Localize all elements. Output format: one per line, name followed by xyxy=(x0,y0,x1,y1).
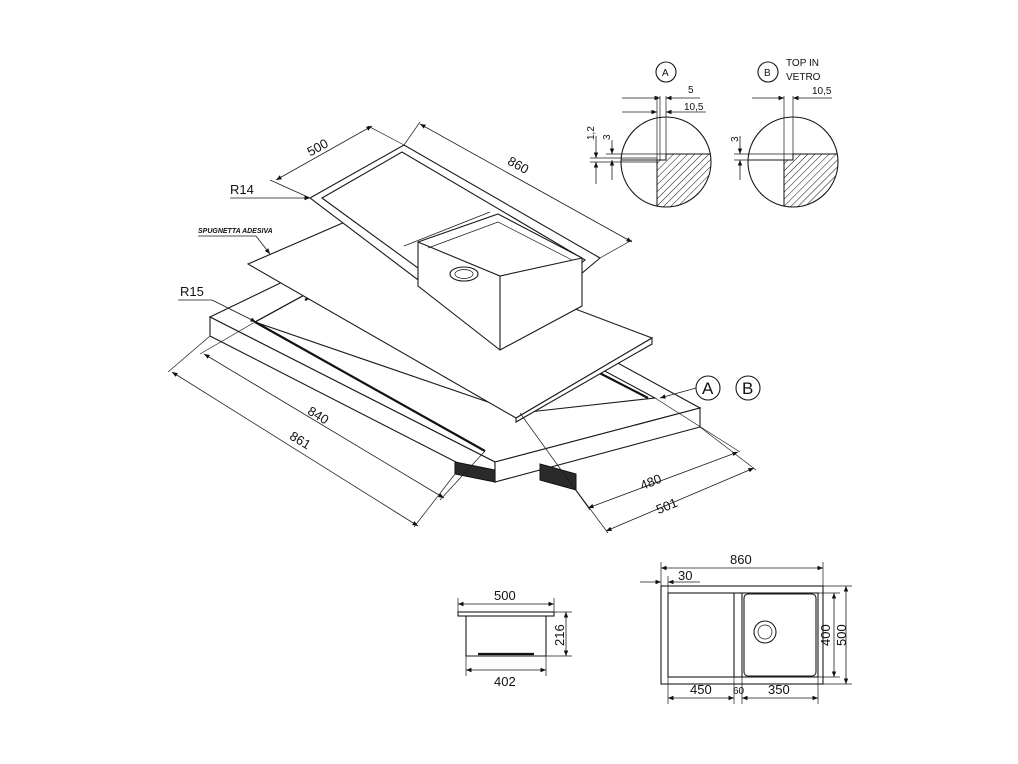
detail-b: B TOP IN VETRO 10,5 3 xyxy=(730,58,839,208)
plan-drainer-width: 450 xyxy=(690,682,712,697)
plan-depth-total: 500 xyxy=(834,624,849,646)
slab-section-front xyxy=(454,461,496,483)
callout-a: A xyxy=(702,379,714,398)
detail-a-dim-12: 1,2 xyxy=(586,126,597,140)
plan-gap: 60 xyxy=(733,686,745,697)
detail-a-dim-3: 3 xyxy=(602,134,613,140)
side-view-top-width: 500 xyxy=(494,588,516,603)
dim-top-width: 500 xyxy=(269,125,405,199)
plan-drain xyxy=(753,620,777,644)
leader-adhesive: SPUGNETTA ADESIVA xyxy=(198,228,273,255)
radius-cutout-label: R15 xyxy=(180,284,204,299)
adhesive-label: SPUGNETTA ADESIVA xyxy=(198,228,273,235)
detail-a: A 5 10,5 1,2 3 xyxy=(586,61,712,208)
dim-top-width-label: 500 xyxy=(304,136,330,160)
drain-hole xyxy=(449,266,479,282)
dim-worktop-length-label: 861 xyxy=(287,428,313,452)
radius-top-label: R14 xyxy=(230,182,254,197)
detail-a-dim-105: 10,5 xyxy=(684,102,704,113)
detail-b-dim-3: 3 xyxy=(730,136,741,142)
sink-top xyxy=(309,144,601,351)
leader-r14: R14 xyxy=(230,182,310,201)
slab-section-right xyxy=(539,463,577,491)
side-view: 500 402 216 xyxy=(457,588,572,689)
plan-bowl xyxy=(743,593,817,677)
detail-a-dim-5: 5 xyxy=(688,85,694,96)
detail-b-title-2: VETRO xyxy=(786,72,821,83)
isometric-view: 500 860 R14 SPUGNETTA ADESIVA R15 xyxy=(167,121,761,534)
plan-depth-inner: 400 xyxy=(818,624,833,646)
dim-cutout-length-label: 840 xyxy=(305,403,331,427)
plan-bowl-width: 350 xyxy=(768,682,790,697)
side-view-bottom-width: 402 xyxy=(494,674,516,689)
side-view-height: 216 xyxy=(552,624,567,646)
detail-a-label: A xyxy=(662,68,669,79)
dim-cutout-width-label: 480 xyxy=(638,471,664,493)
detail-b-dim-105: 10,5 xyxy=(812,86,832,97)
leader-r15: R15 xyxy=(178,284,257,323)
plan-view: 860 30 400 500 450 60 350 xyxy=(640,552,852,704)
callout-b: B xyxy=(742,379,753,398)
detail-b-label: B xyxy=(764,68,771,79)
detail-b-title-1: TOP IN xyxy=(786,58,819,69)
plan-total-width: 860 xyxy=(730,552,752,567)
dim-worktop-width-label: 501 xyxy=(654,495,680,517)
callout-detail: A B xyxy=(659,375,761,401)
plan-edge-offset: 30 xyxy=(678,568,692,583)
